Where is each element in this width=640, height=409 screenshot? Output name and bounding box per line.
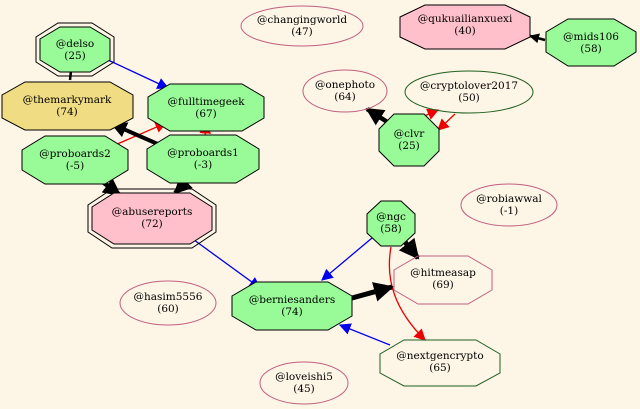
node-label: @nextgencrypto — [396, 350, 483, 362]
node-label: @loveishi5 — [275, 371, 333, 383]
node-themarkymark[interactable]: @themarkymark (74) — [1, 81, 134, 131]
node-value: (58) — [580, 43, 602, 55]
node-value: (60) — [157, 303, 179, 315]
edge-ngc-berniesanders — [321, 237, 373, 281]
edge-mids106-qukuailianxuexi — [529, 33, 546, 44]
node-label: @ngc — [376, 211, 406, 223]
node-label: @onephoto — [315, 79, 375, 91]
node-nextgencrypto[interactable]: @nextgencrypto (65) — [379, 339, 501, 387]
edge-proboards1-themarkymark — [110, 122, 161, 147]
edge-proboards2-fulltimegeek — [114, 121, 168, 146]
node-label: @hasim5556 — [134, 291, 203, 303]
edge-ngc-nextgencrypto — [388, 246, 426, 341]
node-value: (69) — [432, 279, 454, 291]
node-onephoto[interactable]: @onephoto (64) — [302, 69, 388, 113]
node-ngc[interactable]: @ngc (58) — [366, 200, 416, 247]
node-proboards2[interactable]: @proboards2 (-5) — [21, 135, 129, 185]
node-label: @robiawwal — [476, 193, 542, 205]
edge-nextgencrypto-berniesanders — [338, 323, 391, 346]
node-delso[interactable]: @delso (25) — [35, 22, 115, 77]
node-value: (50) — [458, 92, 480, 104]
node-robiawwal[interactable]: @robiawwal (-1) — [460, 183, 558, 227]
node-value: (-5) — [66, 160, 84, 172]
node-hitmeasap[interactable]: @hitmeasap (69) — [393, 255, 493, 305]
node-value: (-3) — [194, 159, 212, 171]
edge-cryptolover2017-clvr — [437, 113, 456, 131]
node-label: @hitmeasap — [410, 267, 476, 279]
node-fulltimegeek[interactable]: @fulltimegeek (67) — [147, 83, 265, 132]
nodes: @delso (25) @changingworld (47) @qukuail… — [1, 4, 637, 405]
node-value: (65) — [429, 362, 451, 374]
node-label: @clvr — [394, 128, 426, 140]
node-value: (74) — [281, 306, 303, 318]
edge-berniesanders-hitmeasap — [351, 282, 394, 302]
node-clvr[interactable]: @clvr (25) — [378, 113, 440, 167]
node-value: (72) — [141, 218, 163, 230]
node-value: (58) — [380, 223, 402, 235]
node-berniesanders[interactable]: @berniesanders (74) — [231, 281, 353, 331]
node-label: @mids106 — [563, 31, 619, 43]
node-label: @delso — [56, 38, 95, 50]
node-label: @fulltimegeek — [167, 96, 245, 108]
node-value: (40) — [454, 25, 476, 37]
node-changingworld[interactable]: @changingworld (47) — [240, 5, 364, 47]
node-value: (25) — [398, 140, 420, 152]
node-label: @proboards2 — [39, 148, 111, 160]
node-value: (74) — [56, 106, 78, 118]
edge-abusereports-berniesanders — [189, 236, 261, 289]
node-value: (47) — [291, 26, 313, 38]
node-value: (67) — [195, 108, 217, 120]
node-label: @cryptolover2017 — [420, 80, 518, 92]
node-label: @abusereports — [112, 206, 193, 218]
node-cryptolover2017[interactable]: @cryptolover2017 (50) — [404, 70, 534, 114]
node-value: (-1) — [500, 205, 518, 217]
node-label: @changingworld — [257, 14, 347, 26]
node-label: @themarkymark — [23, 94, 112, 106]
node-label: @proboards1 — [167, 147, 239, 159]
node-value: (45) — [293, 383, 315, 395]
node-qukuailianxuexi[interactable]: @qukuailianxuexi (40) — [399, 4, 531, 50]
node-mids106[interactable]: @mids106 (58) — [545, 18, 637, 67]
node-label: @qukuailianxuexi — [418, 13, 513, 25]
edge-delso-fulltimegeek — [107, 59, 170, 89]
node-value: (64) — [334, 91, 356, 103]
node-hasim5556[interactable]: @hasim5556 (60) — [119, 280, 217, 326]
node-abusereports[interactable]: @abusereports (72) — [87, 188, 217, 249]
node-value: (25) — [64, 50, 86, 62]
node-label: @berniesanders — [249, 294, 336, 306]
node-loveishi5[interactable]: @loveishi5 (45) — [259, 361, 349, 405]
edge-ngc-hitmeasap — [398, 237, 420, 260]
node-proboards1[interactable]: @proboards1 (-3) — [146, 134, 260, 184]
